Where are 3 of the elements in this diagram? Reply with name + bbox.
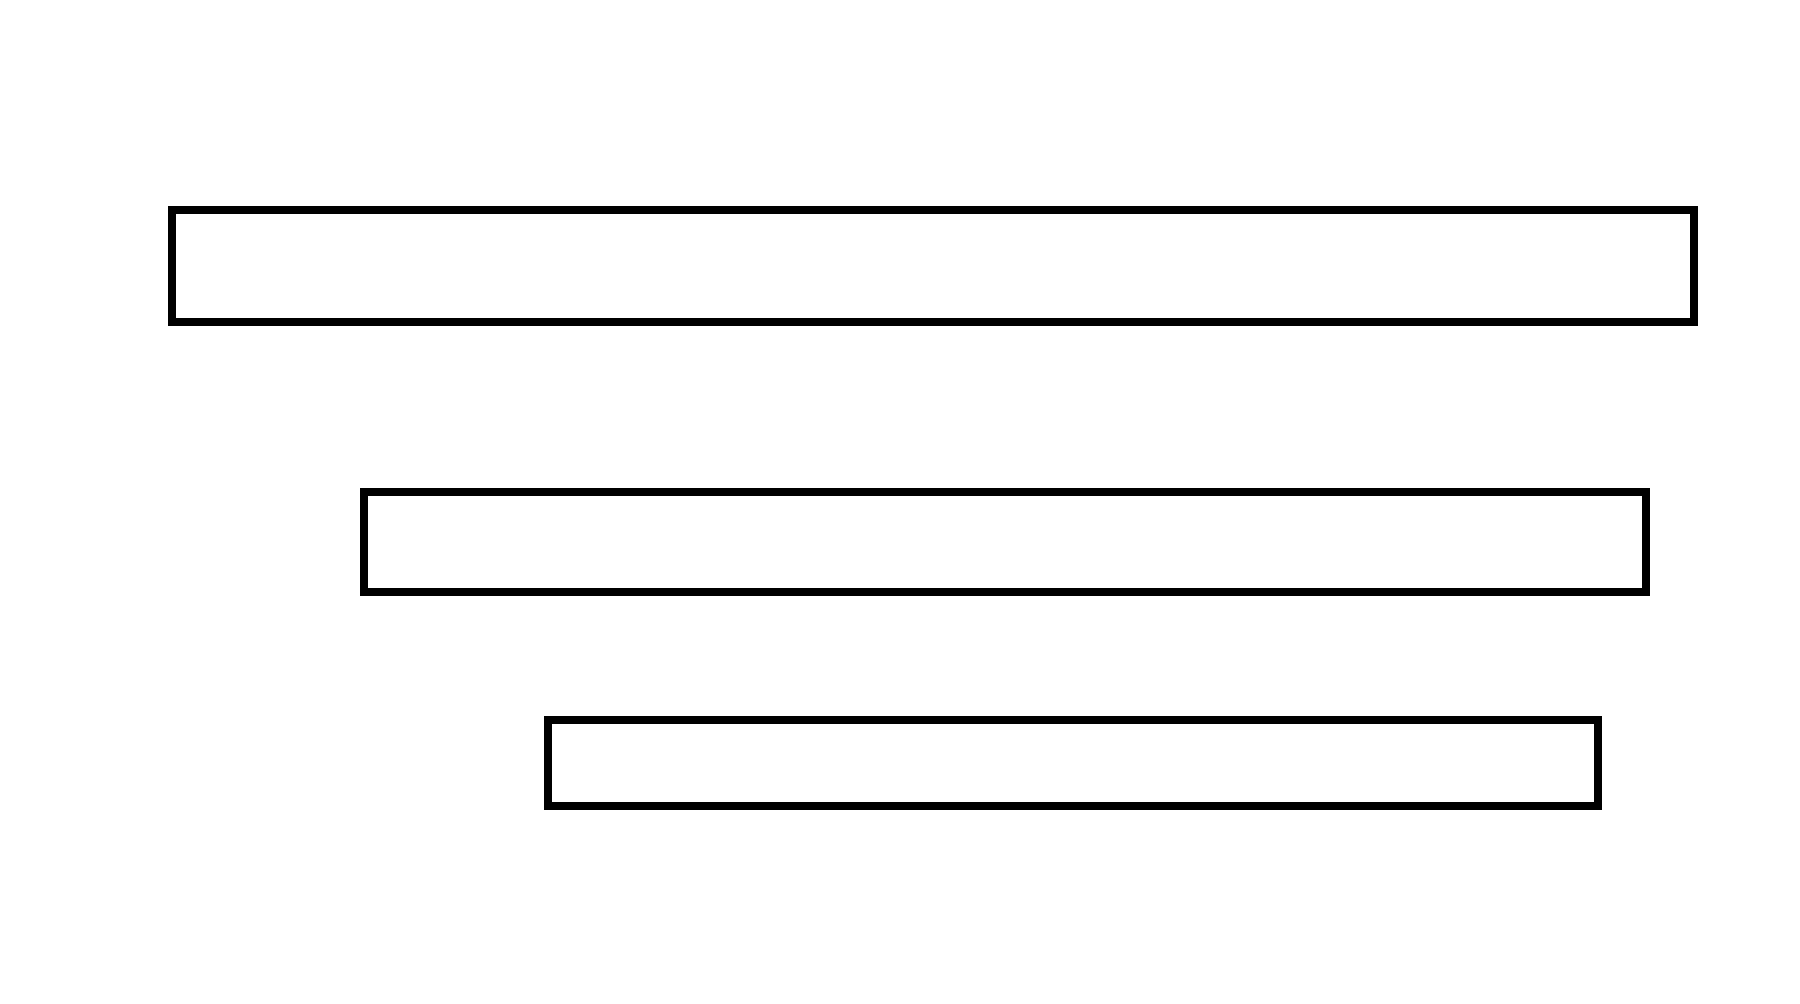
empty-bar bbox=[168, 206, 1698, 326]
empty-bar bbox=[544, 716, 1602, 810]
empty-bar bbox=[360, 488, 1650, 596]
